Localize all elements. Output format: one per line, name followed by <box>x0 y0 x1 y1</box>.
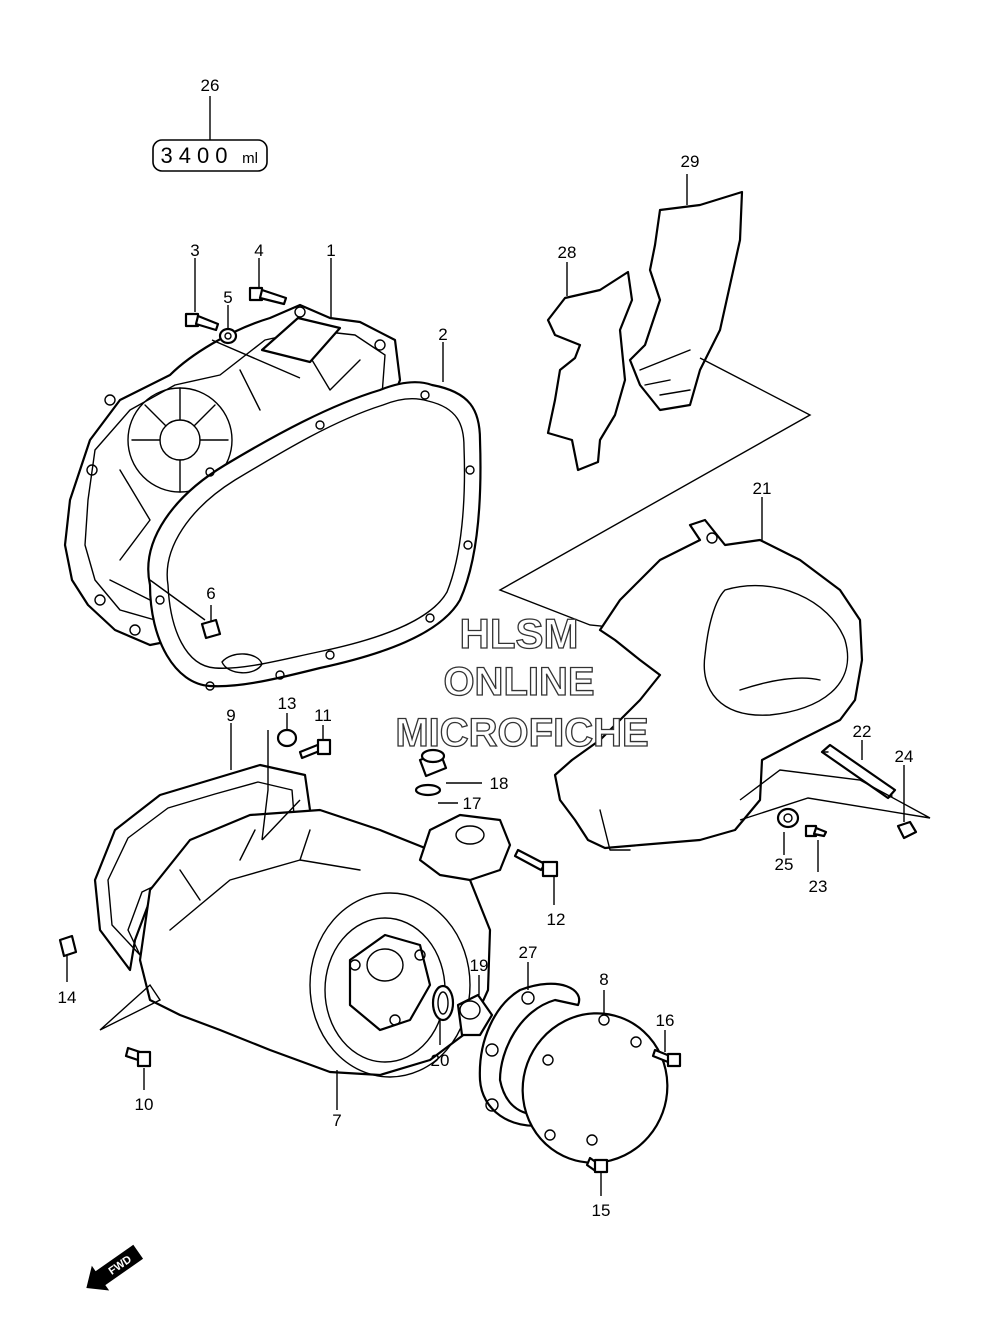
plug-19 <box>456 993 494 1037</box>
oil-capacity-unit: ml <box>242 150 258 167</box>
callout-9: 9 <box>226 706 235 725</box>
o-ring-20 <box>431 984 455 1022</box>
callout-4: 4 <box>254 241 263 260</box>
callout-18: 18 <box>490 774 509 793</box>
screw-15 <box>585 1156 609 1174</box>
callout-5: 5 <box>223 288 232 307</box>
callout-11: 11 <box>314 706 332 725</box>
nut-24 <box>896 820 918 840</box>
o-ring-17 <box>414 783 442 797</box>
callout-1: 1 <box>326 241 335 260</box>
callout-25: 25 <box>775 855 794 874</box>
sprocket-cover <box>553 518 864 851</box>
bracket-27 <box>478 982 581 1127</box>
callout-3: 3 <box>190 241 199 260</box>
spacer-22 <box>820 743 897 800</box>
callout-7: 7 <box>332 1111 341 1130</box>
callout-labels: 1 2 3 4 5 6 7 8 9 10 11 12 13 14 15 16 1… <box>58 76 914 1220</box>
callout-26: 26 <box>201 76 220 95</box>
inspection-cover-8 <box>521 1012 669 1164</box>
screw-16 <box>651 1048 682 1068</box>
bolt-23 <box>804 824 828 838</box>
callout-20: 20 <box>431 1051 450 1070</box>
watermark: HLSM ONLINE MICROFICHE <box>395 609 650 755</box>
callout-22: 22 <box>853 722 872 741</box>
callout-10: 10 <box>135 1095 154 1114</box>
callout-13: 13 <box>278 694 297 713</box>
callout-27: 27 <box>519 943 538 962</box>
shield-plate-29 <box>628 190 744 412</box>
callout-12: 12 <box>547 910 566 929</box>
oil-filler-cap-18 <box>418 748 448 778</box>
watermark-line-2: ONLINE <box>443 660 594 704</box>
shield-plate-28 <box>546 270 634 472</box>
callout-6: 6 <box>206 584 215 603</box>
callout-19: 19 <box>470 956 489 975</box>
callout-23: 23 <box>809 877 828 896</box>
watermark-line-1: HLSM <box>460 610 579 657</box>
grommet-13 <box>276 728 298 748</box>
filler-neck <box>418 813 512 882</box>
dowel-14 <box>58 934 78 958</box>
callout-29: 29 <box>681 152 700 171</box>
clutch-cover-gasket <box>147 381 482 691</box>
oil-capacity-value: 3400 <box>161 143 234 168</box>
watermark-line-3: MICROFICHE <box>395 711 648 755</box>
bolt-10 <box>124 1046 152 1068</box>
oil-capacity-box: 3400 ml <box>152 96 268 172</box>
callout-21: 21 <box>753 479 772 498</box>
washer-5 <box>218 327 238 345</box>
forward-arrow-icon: FWD <box>86 1244 144 1291</box>
callout-8: 8 <box>599 970 608 989</box>
bolt-3 <box>184 312 220 332</box>
callout-15: 15 <box>592 1201 611 1220</box>
bolt-12 <box>513 848 559 878</box>
callout-2: 2 <box>438 325 447 344</box>
callout-17: 17 <box>463 794 482 813</box>
callout-24: 24 <box>895 747 914 766</box>
callout-16: 16 <box>656 1011 675 1030</box>
magneto-cover <box>138 808 492 1078</box>
callout-28: 28 <box>558 243 577 262</box>
bolt-11 <box>298 738 332 760</box>
callout-14: 14 <box>58 988 77 1007</box>
dowel-pin-6 <box>200 605 222 640</box>
grommet-25 <box>776 807 800 829</box>
bolt-4 <box>248 286 288 306</box>
